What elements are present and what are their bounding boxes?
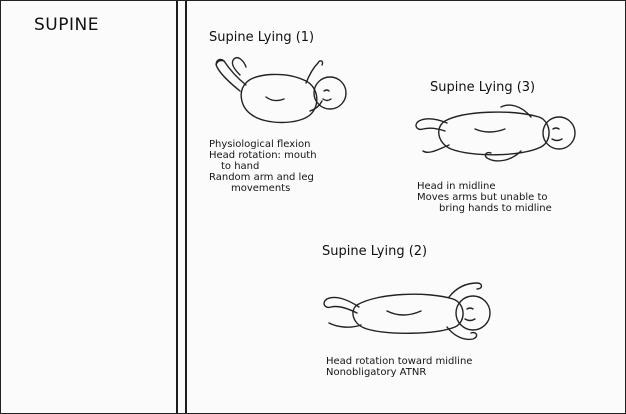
panel-1-caption-line: to hand [209,161,317,172]
panel-2-caption-line: Nonobligatory ATNR [326,367,472,378]
panel-1-title: Supine Lying (1) [209,30,314,45]
divider-line-left [176,1,178,413]
panel-1-caption: Physiological flexion Head rotation: mou… [209,139,317,194]
panel-3-caption-line: Head in midline [417,181,552,192]
infant-flexed-supine-illustration [206,53,356,133]
panel-1-caption-line: Physiological flexion [209,139,317,150]
panel-3-caption: Head in midline Moves arms but unable to… [417,181,552,214]
infant-midline-supine-illustration [411,99,581,169]
panel-3-caption-line: bring hands to midline [417,203,552,214]
panel-2-title: Supine Lying (2) [322,244,427,259]
section-label: SUPINE [34,15,99,35]
panel-3-caption-line: Moves arms but unable to [417,192,552,203]
panel-1-caption-line: Head rotation: mouth [209,150,317,161]
panel-2-caption-line: Head rotation toward midline [326,356,472,367]
panel-1-caption-line: movements [209,183,317,194]
panel-1-caption-line: Random arm and leg [209,172,317,183]
panel-3-title: Supine Lying (3) [430,80,535,95]
infant-atnr-supine-illustration [317,269,517,349]
panel-2-caption: Head rotation toward midline Nonobligato… [326,356,472,378]
divider-line-right [185,1,187,413]
